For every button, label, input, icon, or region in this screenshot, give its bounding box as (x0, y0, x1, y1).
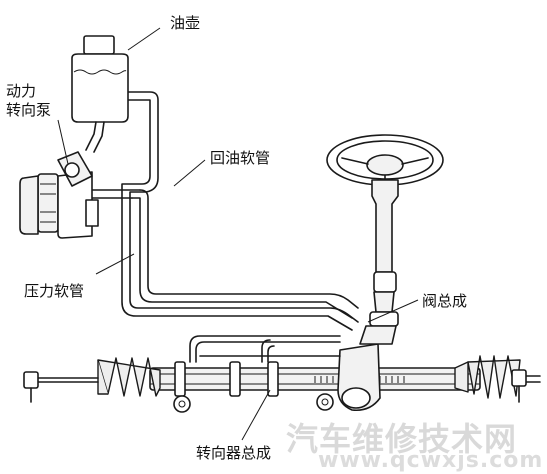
watermark-title: 汽车维修技术网 (286, 420, 518, 458)
left-boot (97, 357, 161, 397)
power-steering-pump (19, 151, 99, 239)
right-boot (454, 355, 521, 399)
pressure-hose (91, 189, 359, 319)
rack-cylinder-lines (189, 335, 341, 363)
tie-rods (23, 369, 541, 403)
pump-label: 动力 转向泵 (6, 82, 52, 119)
steering-wheel (326, 134, 444, 186)
steering-gear-assembly-label: 转向器总成 (196, 444, 272, 462)
steering-column (359, 179, 399, 345)
watermark-url: www.qcwxjs.com (318, 448, 544, 473)
reservoir-label: 油壶 (170, 14, 201, 32)
return-hose-label: 回油软管 (210, 149, 271, 167)
pressure-hose-label: 压力软管 (24, 282, 85, 300)
valve-assembly-label: 阀总成 (422, 292, 468, 310)
leader-lines (57, 27, 419, 441)
steering-gear (149, 343, 481, 413)
reservoir (71, 35, 129, 153)
